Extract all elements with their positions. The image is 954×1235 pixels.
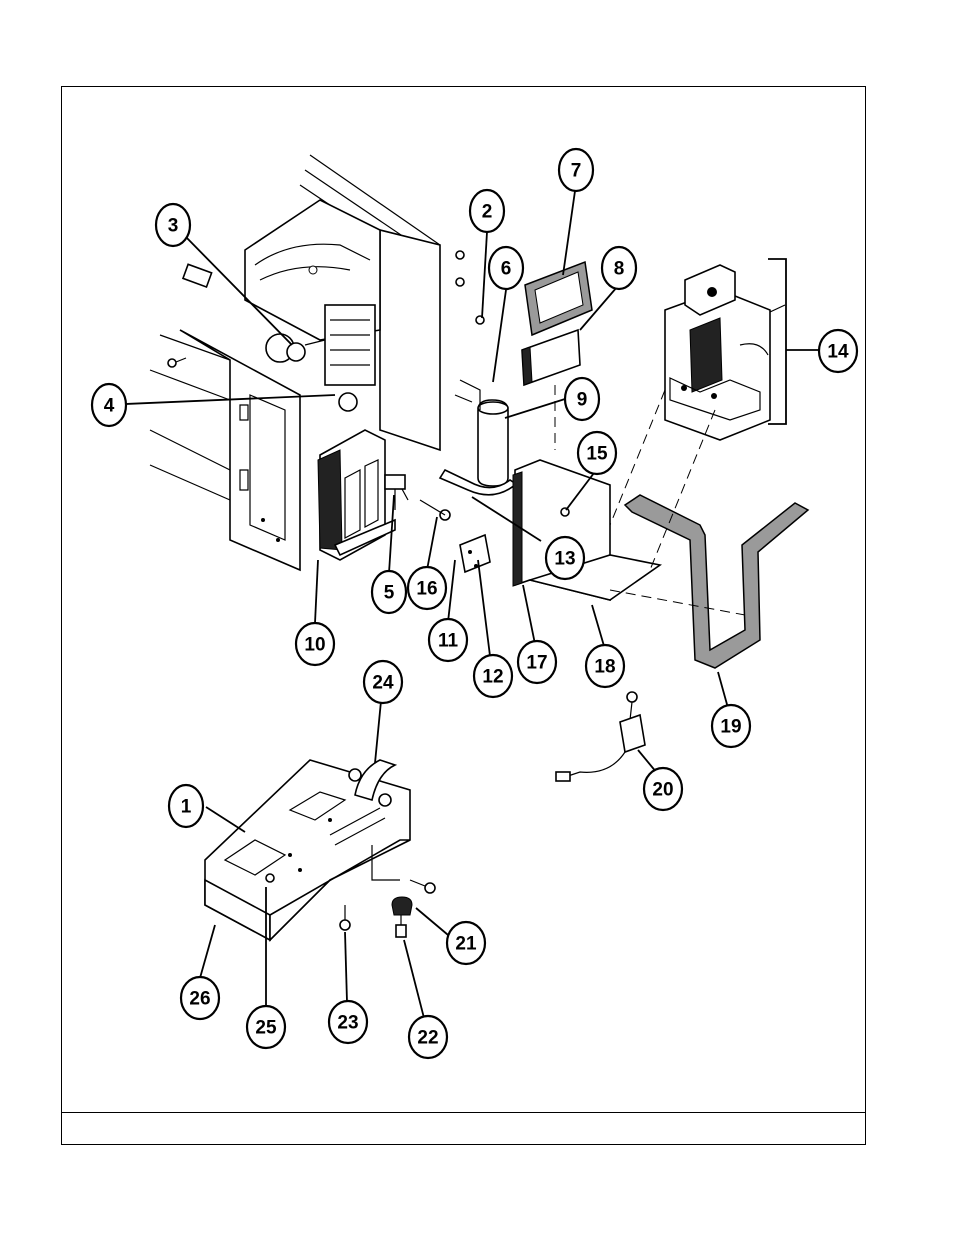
svg-text:15: 15 bbox=[586, 444, 608, 465]
callout-10: 10 bbox=[294, 621, 336, 667]
svg-text:26: 26 bbox=[189, 989, 210, 1010]
part-5-connector bbox=[384, 474, 409, 510]
leader-lines bbox=[125, 190, 820, 1019]
svg-text:21: 21 bbox=[455, 934, 477, 955]
svg-text:23: 23 bbox=[337, 1013, 358, 1034]
svg-text:10: 10 bbox=[304, 635, 325, 656]
svg-text:19: 19 bbox=[720, 717, 741, 738]
alignment-lines bbox=[454, 379, 746, 616]
callout-9: 9 bbox=[563, 376, 601, 422]
callout-20: 20 bbox=[642, 766, 684, 812]
callout-17: 17 bbox=[516, 639, 558, 685]
svg-text:20: 20 bbox=[652, 780, 673, 801]
svg-text:1: 1 bbox=[181, 797, 192, 818]
part-7-gasket bbox=[524, 260, 593, 337]
callout-18: 18 bbox=[584, 643, 626, 689]
part-11-12-bracket bbox=[459, 533, 491, 574]
chassis-assembly bbox=[149, 154, 485, 572]
callout-15: 15 bbox=[576, 430, 618, 476]
svg-text:11: 11 bbox=[438, 631, 459, 652]
callout-24: 24 bbox=[362, 659, 404, 705]
callout-22: 22 bbox=[407, 1014, 449, 1060]
callout-3: 3 bbox=[154, 202, 192, 248]
figure-frame bbox=[61, 86, 866, 1145]
svg-text:9: 9 bbox=[577, 390, 588, 411]
part-8-pad bbox=[521, 328, 581, 387]
svg-text:2: 2 bbox=[482, 202, 493, 223]
svg-text:16: 16 bbox=[416, 579, 437, 600]
svg-text:14: 14 bbox=[827, 342, 849, 363]
part-1-lower-chassis bbox=[204, 759, 436, 942]
callout-25: 25 bbox=[245, 1004, 287, 1050]
callout-26: 26 bbox=[179, 975, 221, 1021]
callout-2: 2 bbox=[468, 188, 506, 234]
part-16-screw bbox=[419, 499, 451, 521]
part-19-gasket-strip bbox=[623, 494, 810, 669]
callout-13: 13 bbox=[544, 535, 586, 581]
callout-14: 14 bbox=[817, 328, 859, 374]
svg-text:7: 7 bbox=[571, 161, 582, 182]
svg-text:25: 25 bbox=[255, 1018, 277, 1039]
part-17-18-bracket bbox=[512, 459, 662, 602]
callout-4: 4 bbox=[90, 382, 128, 428]
part-9-capacitor bbox=[477, 399, 509, 487]
svg-text:18: 18 bbox=[594, 657, 615, 678]
callout-8: 8 bbox=[600, 245, 638, 291]
callout-12: 12 bbox=[472, 653, 514, 699]
callout-7: 7 bbox=[557, 147, 595, 193]
callout-19: 19 bbox=[710, 703, 752, 749]
callout-16: 16 bbox=[406, 565, 448, 611]
caption-bar bbox=[61, 1112, 866, 1145]
part-21-grommet bbox=[391, 896, 413, 916]
svg-text:24: 24 bbox=[372, 673, 394, 694]
svg-text:6: 6 bbox=[501, 259, 512, 280]
svg-text:3: 3 bbox=[168, 216, 179, 237]
part-10-transformer bbox=[317, 429, 396, 561]
svg-text:12: 12 bbox=[482, 667, 503, 688]
callout-1: 1 bbox=[167, 783, 205, 829]
callout-11: 11 bbox=[427, 617, 469, 663]
svg-text:5: 5 bbox=[384, 583, 395, 604]
callout-5: 5 bbox=[370, 569, 408, 615]
callout-6: 6 bbox=[487, 245, 525, 291]
svg-text:17: 17 bbox=[526, 653, 547, 674]
svg-text:13: 13 bbox=[554, 549, 575, 570]
svg-text:8: 8 bbox=[614, 259, 625, 280]
part-14-assembly bbox=[664, 264, 786, 441]
svg-text:22: 22 bbox=[417, 1028, 438, 1049]
callout-21: 21 bbox=[445, 920, 487, 966]
part-20-lead bbox=[555, 691, 646, 782]
svg-text:4: 4 bbox=[104, 396, 115, 417]
callout-23: 23 bbox=[327, 999, 369, 1045]
part-22-screw bbox=[395, 915, 407, 938]
